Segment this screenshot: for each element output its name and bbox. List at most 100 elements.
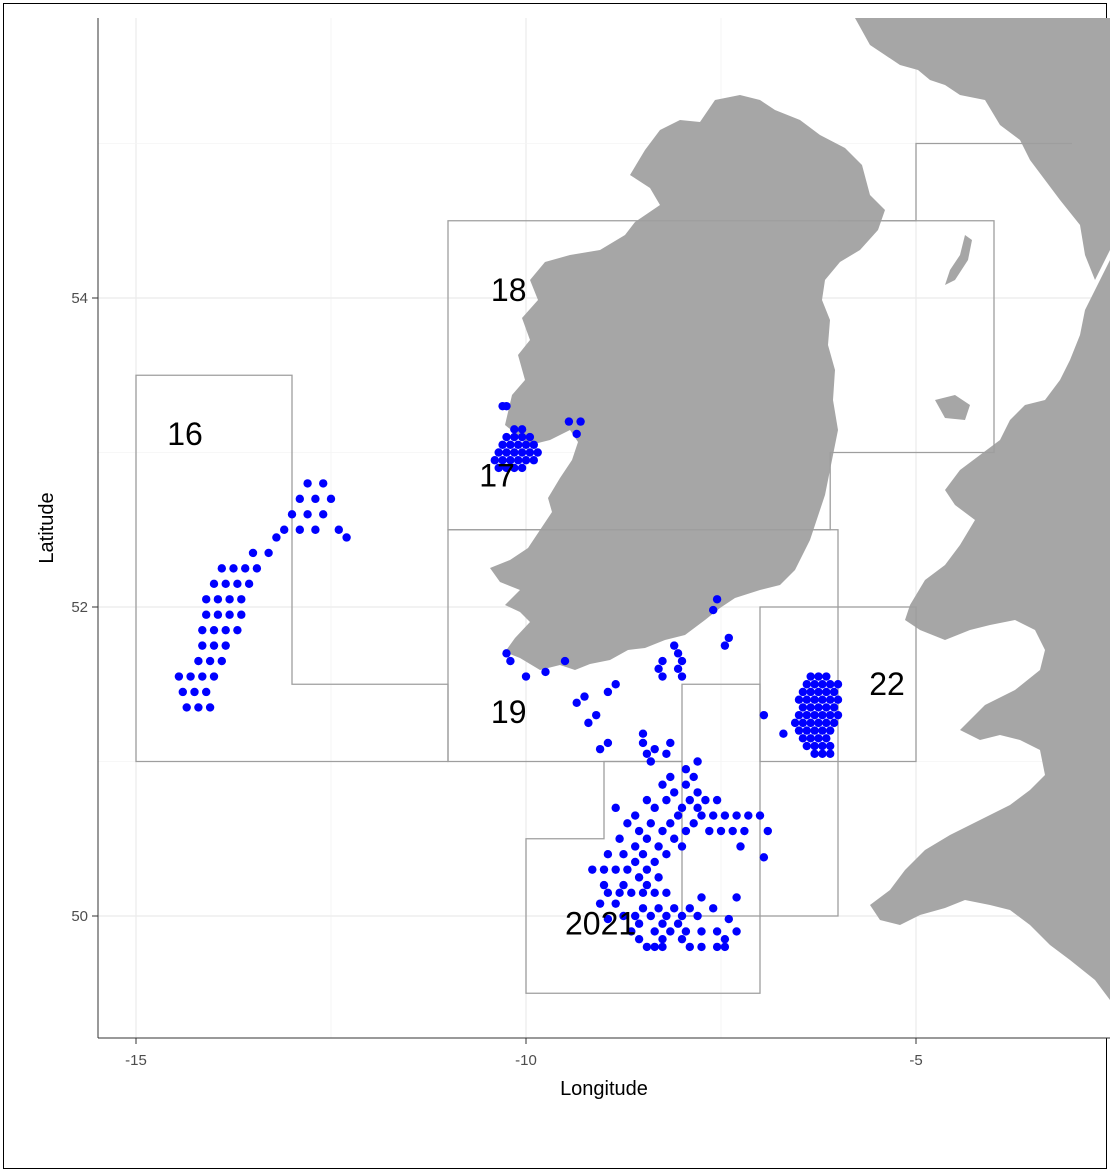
- station-point-area-19: [646, 757, 655, 766]
- station-point-area-2021: [631, 911, 640, 921]
- station-point-area-22: [798, 734, 808, 743]
- station-point-area-22: [822, 672, 831, 681]
- station-point-area-2021: [732, 893, 741, 902]
- station-point-area-19: [603, 687, 613, 697]
- station-point-area-2021: [623, 865, 632, 874]
- station-point-area-2021: [685, 795, 694, 805]
- station-point-area-16: [233, 625, 242, 635]
- station-point-area-2021: [693, 803, 702, 813]
- station-point-area-22: [814, 687, 823, 697]
- station-point-area-2021: [670, 904, 679, 913]
- station-point-area-16: [252, 564, 262, 573]
- area-box-irish-sea: [838, 142, 1072, 222]
- station-point-area-16: [229, 564, 238, 573]
- station-point-area-16: [194, 703, 203, 712]
- station-point-area-16: [221, 579, 230, 589]
- station-point-area-2021: [732, 927, 741, 936]
- station-point-area-16: [311, 525, 320, 534]
- station-point-area-19: [709, 605, 718, 615]
- station-point-area-2021: [611, 803, 620, 813]
- station-point-area-2021: [646, 819, 655, 828]
- station-point-area-2021: [611, 899, 620, 908]
- station-point-area-2021: [689, 772, 698, 782]
- station-point-area-16: [233, 579, 242, 589]
- station-point-area-2021: [599, 865, 609, 874]
- station-point-area-19: [720, 641, 730, 650]
- station-point-area-2021: [638, 904, 648, 913]
- station-point-area-22: [798, 718, 808, 728]
- station-point-area-17: [529, 456, 538, 465]
- station-point-area-22: [810, 726, 819, 735]
- station-point-area-16: [209, 579, 219, 589]
- station-point-area-22: [818, 695, 827, 704]
- station-point-area-2021: [681, 780, 691, 789]
- station-point-area-17: [506, 440, 515, 449]
- area-label-19: 19: [491, 694, 527, 730]
- x-tick-label: -10: [515, 1052, 537, 1069]
- station-point-area-22: [806, 734, 815, 743]
- station-point-area-2021: [685, 904, 694, 913]
- x-axis-title: Longitude: [560, 1078, 648, 1100]
- station-point-area-2021: [716, 826, 726, 836]
- station-point-area-2021: [650, 803, 659, 813]
- station-point-area-16: [237, 610, 246, 619]
- station-point-area-16: [213, 595, 223, 604]
- station-point-area-2021: [658, 919, 667, 928]
- station-point-area-16: [225, 610, 234, 619]
- station-point-area-17: [517, 463, 527, 473]
- station-point-area-22: [818, 741, 827, 751]
- station-point-area-22: [829, 687, 839, 697]
- station-point-area-19: [506, 656, 515, 666]
- station-point-area-22: [822, 734, 831, 743]
- station-point-area-2021: [595, 899, 605, 908]
- station-point-area-19: [724, 633, 733, 643]
- station-point-area-19: [603, 738, 613, 748]
- station-point-area-17: [514, 456, 523, 465]
- station-point-area-2021: [677, 934, 687, 944]
- station-point-area-16: [209, 625, 219, 635]
- station-point-area-22: [814, 734, 823, 743]
- station-point-area-2021: [619, 911, 628, 921]
- station-point-area-2021: [666, 819, 675, 828]
- station-point-area-2021: [720, 934, 730, 944]
- station-point-area-2021: [662, 850, 671, 859]
- station-point-area-16: [209, 641, 219, 650]
- station-point-area-2021: [740, 826, 749, 836]
- station-point-area-2021: [709, 811, 718, 820]
- station-point-area-16: [217, 564, 226, 573]
- station-point-area-22: [818, 749, 827, 758]
- station-point-area-2021: [642, 834, 652, 843]
- station-point-area-2021: [677, 803, 687, 813]
- station-point-area-22: [790, 718, 800, 728]
- station-point-area-2021: [681, 765, 691, 774]
- station-point-area-22: [818, 710, 827, 720]
- station-point-area-16: [287, 510, 297, 519]
- station-point-area-22: [779, 729, 788, 738]
- station-point-area-2021: [755, 811, 765, 820]
- station-point-area-16: [198, 641, 207, 650]
- station-point-area-2021: [634, 873, 644, 882]
- station-point-area-2021: [709, 904, 718, 913]
- station-point-area-2021: [763, 826, 772, 836]
- station-point-area-2021: [634, 919, 644, 928]
- station-point-area-2021: [627, 927, 636, 936]
- y-tick-label: 54: [71, 290, 88, 307]
- station-point-area-22: [829, 703, 839, 712]
- station-point-area-17: [533, 448, 542, 457]
- station-point-area-19: [611, 680, 620, 689]
- station-point-area-22: [826, 680, 835, 689]
- station-point-area-17: [576, 417, 585, 426]
- station-point-area-22: [798, 703, 808, 712]
- y-tick-label: 50: [71, 908, 88, 925]
- station-point-area-19: [673, 649, 683, 658]
- station-point-area-2021: [677, 842, 687, 851]
- station-point-area-19: [642, 749, 652, 758]
- station-point-area-16: [194, 656, 203, 666]
- station-point-area-2021: [631, 842, 640, 851]
- station-point-area-16: [205, 703, 215, 712]
- station-point-area-2021: [634, 934, 644, 944]
- station-point-area-16: [303, 510, 312, 519]
- station-point-area-19: [658, 672, 667, 681]
- station-point-area-22: [810, 741, 819, 751]
